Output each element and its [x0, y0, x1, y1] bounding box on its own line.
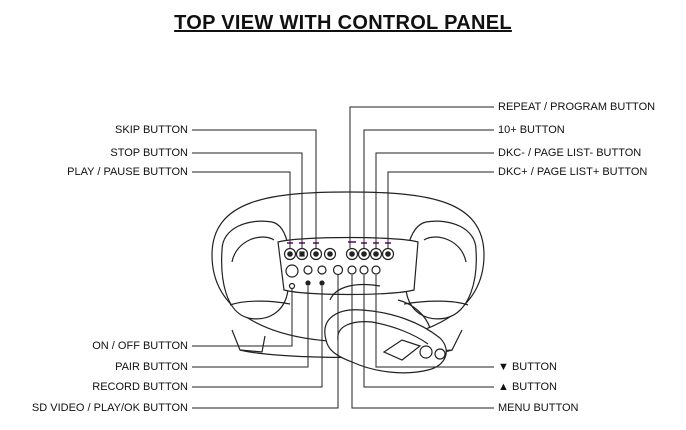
on-off-button — [286, 265, 298, 277]
record-button — [318, 266, 326, 274]
pair-button — [304, 266, 312, 274]
sd-video-play-ok-button — [334, 266, 343, 275]
down-button — [372, 266, 380, 274]
up-button — [360, 266, 368, 274]
menu-button — [348, 266, 356, 274]
